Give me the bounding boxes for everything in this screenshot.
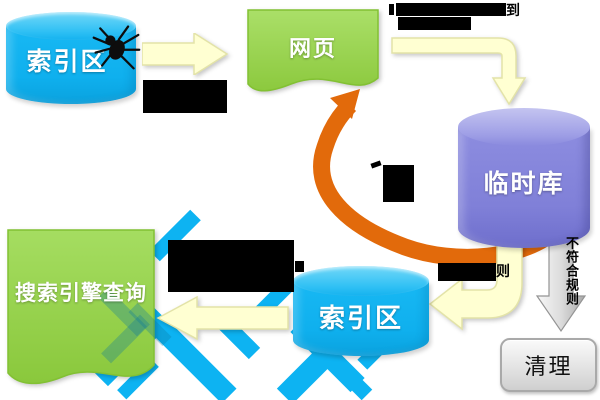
cleanup-box: 清理 bbox=[500, 338, 597, 392]
webpage-document bbox=[247, 9, 379, 92]
redacted-text bbox=[438, 263, 496, 281]
redacted-text bbox=[398, 17, 471, 30]
temp-library-label: 临时库 bbox=[483, 170, 565, 198]
cylinder-body bbox=[458, 127, 590, 248]
templib-to-index-elbow-arrow bbox=[428, 219, 523, 331]
index-to-webpage-arrow bbox=[142, 33, 229, 75]
redacted-text bbox=[383, 165, 414, 202]
spider-icon bbox=[92, 25, 141, 70]
index-area-bottom-label: 索引区 bbox=[318, 303, 403, 333]
index-area-top-label: 索引区 bbox=[26, 48, 108, 76]
index-area-bottom-cylinder bbox=[293, 266, 429, 356]
temp-library-cylinder bbox=[458, 108, 590, 248]
webpage-label: 网页 bbox=[288, 36, 337, 61]
redacted-text bbox=[389, 4, 394, 15]
redacted-text bbox=[295, 261, 304, 272]
search-query-document bbox=[7, 229, 155, 385]
index-to-query-arrow bbox=[156, 296, 289, 341]
cleanup-label: 清理 bbox=[524, 354, 573, 379]
redacted-text bbox=[396, 3, 506, 16]
cylinder-top bbox=[458, 108, 590, 146]
webpage-to-templib-elbow-arrow bbox=[391, 37, 527, 106]
text-fragment-ze: 则 bbox=[496, 263, 510, 279]
redacted-text bbox=[168, 240, 294, 292]
cylinder-top bbox=[293, 266, 429, 296]
watermark-stripe bbox=[184, 350, 235, 400]
search-query-label: 搜索引擎查询 bbox=[15, 282, 147, 305]
text-fragment-dao: 到 bbox=[506, 2, 520, 18]
cylinder-top bbox=[6, 12, 136, 40]
not-match-rule-label: 不符合规则 bbox=[564, 236, 579, 306]
redacted-text bbox=[143, 80, 227, 113]
